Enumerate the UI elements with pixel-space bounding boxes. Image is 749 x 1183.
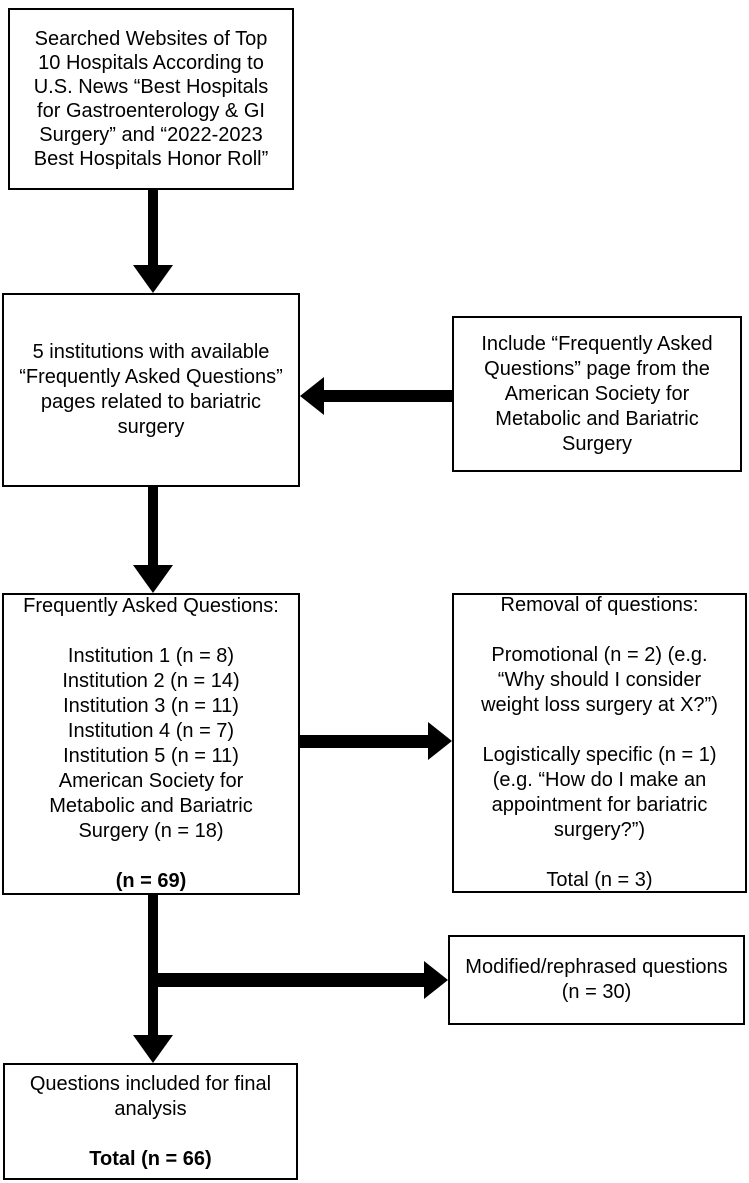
box-modified-questions-text: Modified/rephrased questions (n = 30) <box>465 956 728 1003</box>
box-include-asmbs-text: Include “Frequently Asked Questions” pag… <box>481 332 713 455</box>
box-searched-websites: Searched Websites of Top 10 Hospitals Ac… <box>8 8 294 190</box>
arrow-institutions-to-faq-shaft <box>148 487 158 566</box>
arrow-faq-to-final-shaft <box>148 895 158 1036</box>
box-modified-questions: Modified/rephrased questions (n = 30) <box>448 935 745 1025</box>
arrow-include-to-institutions-head-icon <box>300 377 324 415</box>
box-include-asmbs: Include “Frequently Asked Questions” pag… <box>452 316 742 472</box>
box-five-institutions: 5 institutions with available “Frequentl… <box>2 293 300 487</box>
box-five-institutions-text: 5 institutions with available “Frequentl… <box>19 341 283 438</box>
box-faq-counts-total: (n = 69) <box>115 870 187 892</box>
arrow-faq-to-removal-head-icon <box>428 722 452 760</box>
box-final-analysis-total: Total (n = 66) <box>89 1147 212 1170</box>
box-faq-counts: Frequently Asked Questions: Institution … <box>2 593 300 895</box>
arrow-faq-to-modified-head-icon <box>424 961 448 999</box>
arrow-searched-to-institutions-head-icon <box>133 265 173 293</box>
box-removal-of-questions-text: Removal of questions: Promotional (n = 2… <box>481 594 718 891</box>
box-final-analysis-text: Questions included for final analysis <box>29 1072 272 1120</box>
arrow-faq-to-modified-shaft <box>153 973 424 987</box>
arrow-include-to-institutions-shaft <box>323 390 452 402</box>
arrow-faq-to-removal-shaft <box>300 735 428 748</box>
box-faq-counts-text: Frequently Asked Questions: Institution … <box>23 595 279 842</box>
box-searched-websites-text: Searched Websites of Top 10 Hospitals Ac… <box>33 28 269 170</box>
arrow-searched-to-institutions-shaft <box>148 190 158 266</box>
arrow-institutions-to-faq-head-icon <box>133 565 173 593</box>
box-final-analysis: Questions included for final analysis To… <box>3 1063 298 1180</box>
box-removal-of-questions: Removal of questions: Promotional (n = 2… <box>452 593 747 893</box>
arrow-faq-to-final-head-icon <box>133 1035 173 1063</box>
